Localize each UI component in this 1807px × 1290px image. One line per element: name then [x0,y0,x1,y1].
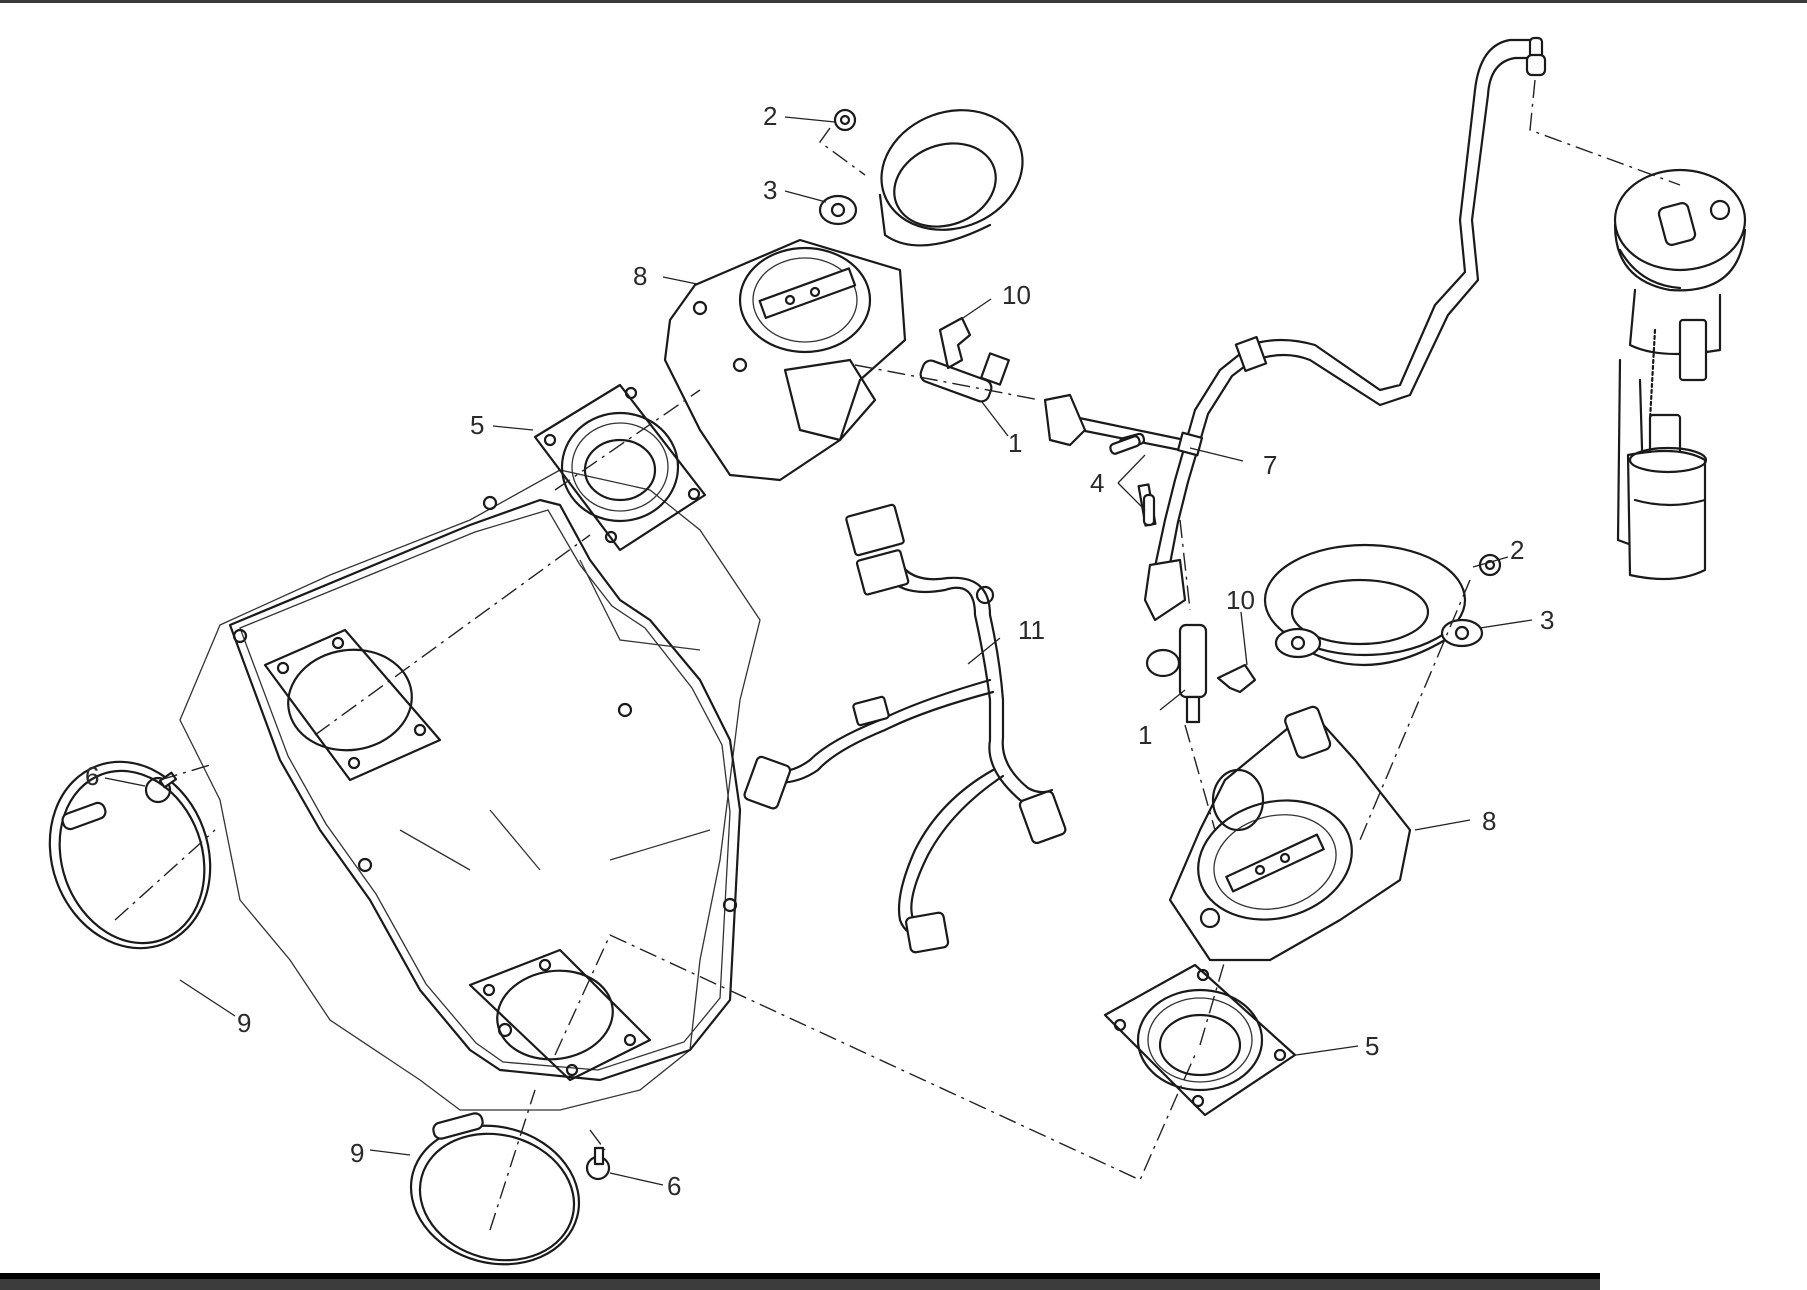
callout-6-bottom: 6 [667,1171,682,1201]
assembly-axes [114,79,1681,1231]
screw-2-upper [833,108,857,132]
callout-9-left: 9 [237,1008,252,1038]
callout-5-lower: 5 [1365,1031,1380,1061]
airbox-housing [179,469,761,1111]
callout-2-upper: 2 [763,101,778,131]
throttle-body-lower [1168,705,1412,962]
top-border-bar [0,0,1807,3]
callout-10-upper: 10 [1002,280,1031,310]
callout-8-lower: 8 [1482,806,1497,836]
injector-lower [1145,623,1208,724]
fuel-pump-assembly [1613,168,1747,581]
callout-11: 11 [1018,615,1045,645]
clip-10-upper [938,316,972,370]
clip-10-lower [1216,663,1257,694]
fuel-hose [1234,36,1547,407]
callout-1-upper: 1 [1008,428,1023,458]
callout-10-lower: 10 [1226,585,1255,615]
callout-leaders [104,116,1533,1186]
intake-flange-lower [1103,963,1297,1117]
screws-4 [1109,435,1156,527]
callout-6-left: 6 [85,761,100,791]
callout-2-lower: 2 [1510,535,1525,565]
bottom-border-bar [0,1273,1600,1290]
screw-6-bottom [585,1146,611,1181]
screw-2-lower [1478,553,1502,577]
injector-upper [919,352,1010,403]
callout-4: 4 [1090,468,1105,498]
callout-8-upper: 8 [633,261,648,291]
fuel-delivery-pipe [1043,348,1255,622]
callout-7: 7 [1263,450,1278,480]
intake-flange-upper [533,383,707,552]
callout-9-bottom: 9 [350,1138,365,1168]
callout-3-lower: 3 [1540,605,1555,635]
intake-funnel-upper [818,109,1024,247]
callout-1-lower: 1 [1138,720,1153,750]
hose-clamp-left [48,760,212,950]
wiring-harness [743,503,1067,954]
callout-3-upper: 3 [763,175,778,205]
throttle-body-upper [663,238,907,482]
hose-clamp-bottom [409,1112,581,1266]
callout-5-upper: 5 [470,410,485,440]
intake-funnel-lower [1263,543,1484,667]
